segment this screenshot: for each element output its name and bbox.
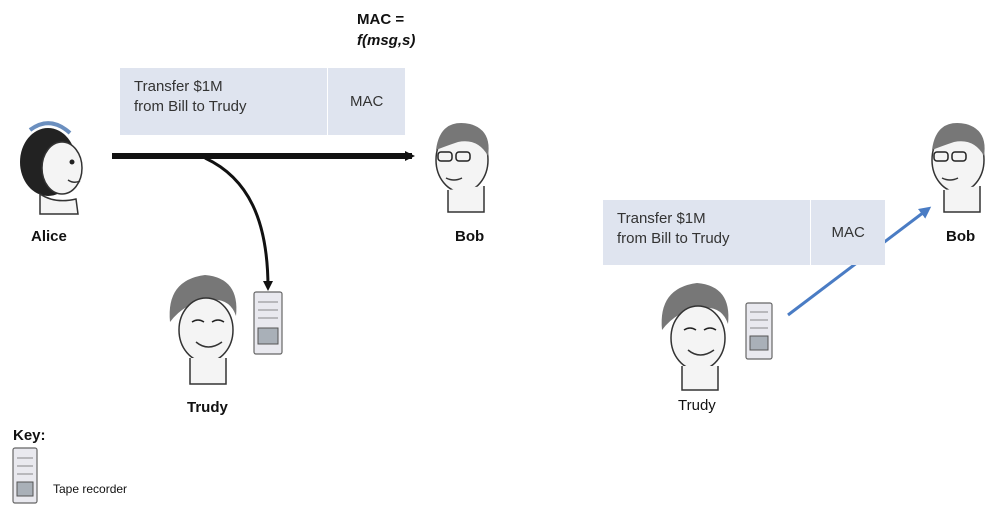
mac-field-left: MAC [327, 68, 405, 135]
bob-label-right: Bob [946, 228, 976, 245]
trudy-label-right: Trudy [678, 397, 716, 414]
message-box-left: Transfer $1M from Bill to Trudy MAC [120, 68, 405, 135]
alice-figure [20, 121, 83, 215]
mac-formula-line2: f(msg,s) [357, 32, 416, 49]
message-box-right: Transfer $1M from Bill to Trudy MAC [603, 200, 885, 265]
mac-formula-line1: MAC = [357, 11, 405, 28]
message-body-left: Transfer $1M from Bill to Trudy [120, 68, 327, 135]
message-line2-right: from Bill to Trudy [617, 230, 730, 247]
bob-figure-right [931, 123, 985, 213]
key-tape-recorder-label: Tape recorder [53, 482, 128, 496]
trudy-figure-right [661, 283, 729, 391]
alice-label: Alice [31, 228, 67, 245]
key-tape-recorder-icon [12, 447, 38, 504]
message-line2-left: from Bill to Trudy [134, 98, 247, 115]
tape-recorder-right [745, 302, 773, 360]
mac-field-right: MAC [810, 200, 885, 265]
message-line1-right: Transfer $1M [617, 210, 706, 227]
tape-recorder-left [253, 291, 283, 355]
bob-label-left: Bob [455, 228, 485, 245]
message-line1-left: Transfer $1M [134, 78, 223, 95]
trudy-label-left: Trudy [187, 399, 228, 416]
intercept-arrow [204, 156, 273, 291]
key-title: Key: [13, 427, 46, 444]
bob-figure-left [435, 123, 489, 213]
message-body-right: Transfer $1M from Bill to Trudy [603, 200, 810, 265]
trudy-figure-left [169, 275, 237, 385]
